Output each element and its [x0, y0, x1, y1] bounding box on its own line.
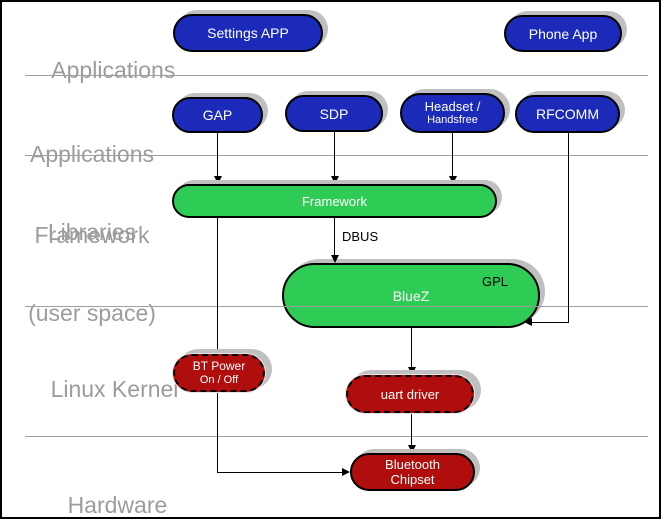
node-label: On / Off	[199, 374, 239, 386]
arrowhead-framework-bluez	[331, 255, 339, 263]
node-headset-handsfree: Headset / Handsfree	[400, 93, 505, 133]
node-label: Headset /	[424, 99, 481, 114]
layer-label-applications-framework: Applications Framework	[17, 87, 167, 303]
node-bluetooth-chipset: Bluetooth Chipset	[350, 453, 475, 491]
node-phone-app: Phone App	[504, 15, 622, 52]
connector-bluez-uart-line	[411, 328, 412, 368]
layer-label-text: Linux Kernel	[50, 376, 179, 402]
arrowhead-sdp-framework	[331, 176, 339, 184]
divider-linux-kernel	[25, 436, 648, 437]
node-label: Phone App	[528, 25, 598, 42]
gpl-license-badge: GPL	[481, 274, 508, 289]
node-label: Bluetooth	[385, 457, 440, 472]
node-gap: GAP	[172, 97, 263, 133]
connector-uart-chipset-line	[411, 413, 412, 446]
node-label: uart driver	[380, 386, 440, 402]
node-bluez: GPL BlueZ	[282, 263, 540, 328]
node-label: RFCOMM	[536, 106, 599, 122]
divider-applications	[25, 75, 648, 76]
node-label: Chipset	[390, 472, 435, 487]
arrowhead-uart-chipset	[408, 445, 416, 453]
node-uart-driver: uart driver	[346, 375, 474, 413]
connector-framework-chipset-hline	[217, 472, 343, 473]
node-label: Handsfree	[427, 114, 478, 126]
connector-gap-framework-line	[217, 133, 218, 177]
node-label: BlueZ	[392, 287, 430, 304]
layer-label-linux-kernel: Linux Kernel	[25, 349, 179, 430]
arrowhead-rfcomm-bluez	[524, 318, 532, 326]
node-label: BT Power	[192, 359, 246, 373]
dbus-label: DBUS	[342, 229, 379, 244]
divider-libraries	[25, 306, 648, 307]
node-sdp: SDP	[285, 95, 383, 132]
connector-headset-framework-line	[452, 133, 453, 176]
connector-framework-chipset-vline	[217, 218, 218, 472]
layer-label-text: Hardware	[67, 492, 168, 518]
layer-label-text: Framework	[34, 222, 150, 248]
node-label: Settings APP	[207, 25, 289, 41]
arrowhead-headset-framework	[449, 176, 457, 184]
layer-label-hardware: Hardware	[42, 465, 168, 523]
node-label: SDP	[319, 105, 349, 122]
node-label: Framework	[301, 193, 367, 209]
arrowhead-framework-chipset	[342, 468, 350, 476]
node-framework: Framework	[172, 184, 497, 218]
layer-label-libraries-user-space: Libraries (user space)	[12, 165, 172, 381]
node-bt-power: BT Power On / Off	[173, 354, 265, 392]
node-settings-app: Settings APP	[173, 14, 323, 52]
layer-label-text: Applications	[51, 57, 176, 83]
layer-label-text: (user space)	[28, 300, 156, 326]
connector-rfcomm-bluez-vline	[568, 133, 569, 323]
arrowhead-gap-framework	[214, 176, 222, 184]
divider-applications-framework	[25, 155, 648, 156]
node-rfcomm: RFCOMM	[515, 95, 620, 133]
connector-rfcomm-bluez-hline	[528, 322, 569, 323]
connector-framework-bluez-line	[334, 218, 335, 256]
arrowhead-bluez-uart	[408, 367, 416, 375]
connector-sdp-framework-line	[334, 132, 335, 176]
layer-label-text: Applications	[29, 141, 155, 167]
layer-label-text: Libraries	[47, 219, 137, 245]
node-label: GAP	[202, 107, 233, 123]
layer-label-applications: Applications	[27, 30, 175, 111]
